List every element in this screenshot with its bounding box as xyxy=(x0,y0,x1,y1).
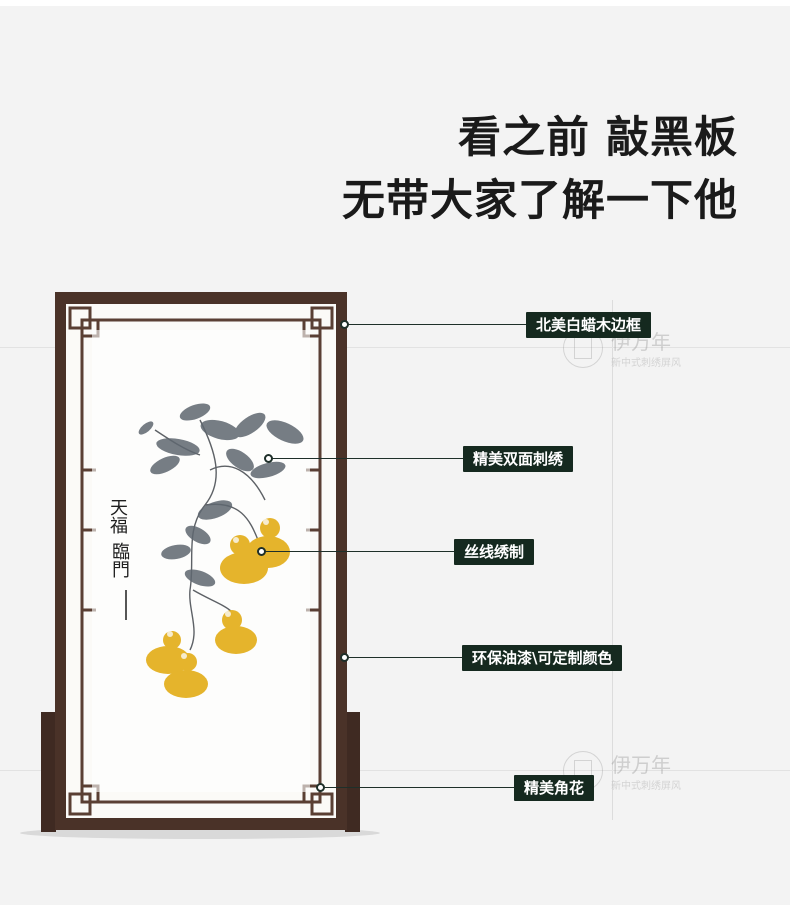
callout-line xyxy=(265,551,454,552)
watermark: 伊万年 新中式刺绣屏风 xyxy=(563,745,703,805)
gourds xyxy=(146,518,290,698)
lattice xyxy=(68,306,334,816)
left-foot xyxy=(41,712,56,832)
callout-label-embroidery: 精美双面刺绣 xyxy=(463,446,574,472)
callout-label-frame: 北美白蜡木边框 xyxy=(526,312,652,338)
right-foot xyxy=(345,712,360,832)
guide-line xyxy=(0,770,790,771)
callout-line xyxy=(324,787,514,788)
inscription-text-1: 天福 xyxy=(107,498,128,534)
watermark-sub: 新中式刺绣屏风 xyxy=(611,358,681,369)
inscription-col1: 天福 xyxy=(106,498,128,540)
callout-label-silk: 丝线绣制 xyxy=(454,539,535,565)
inscription-text-2: 臨門 xyxy=(109,542,130,578)
guide-line xyxy=(0,347,790,348)
watermark-sub: 新中式刺绣屏风 xyxy=(611,781,681,792)
callout-label-corner: 精美角花 xyxy=(514,775,595,801)
leaves xyxy=(138,403,304,587)
callout-line xyxy=(348,657,462,658)
headline-line-1: 看之前 敲黑板 xyxy=(458,113,738,163)
inscription-col2: 臨門 xyxy=(108,542,130,584)
callout-label-paint: 环保油漆\可定制颜色 xyxy=(462,645,623,671)
watermark-name: 伊万年 xyxy=(611,753,671,777)
headline-line-2: 无带大家了解一下他 xyxy=(342,176,738,226)
gourd-highlights xyxy=(167,519,269,659)
guide-line xyxy=(612,300,613,820)
top-band xyxy=(0,0,790,6)
callout-line xyxy=(272,458,463,459)
callout-line xyxy=(348,324,526,325)
